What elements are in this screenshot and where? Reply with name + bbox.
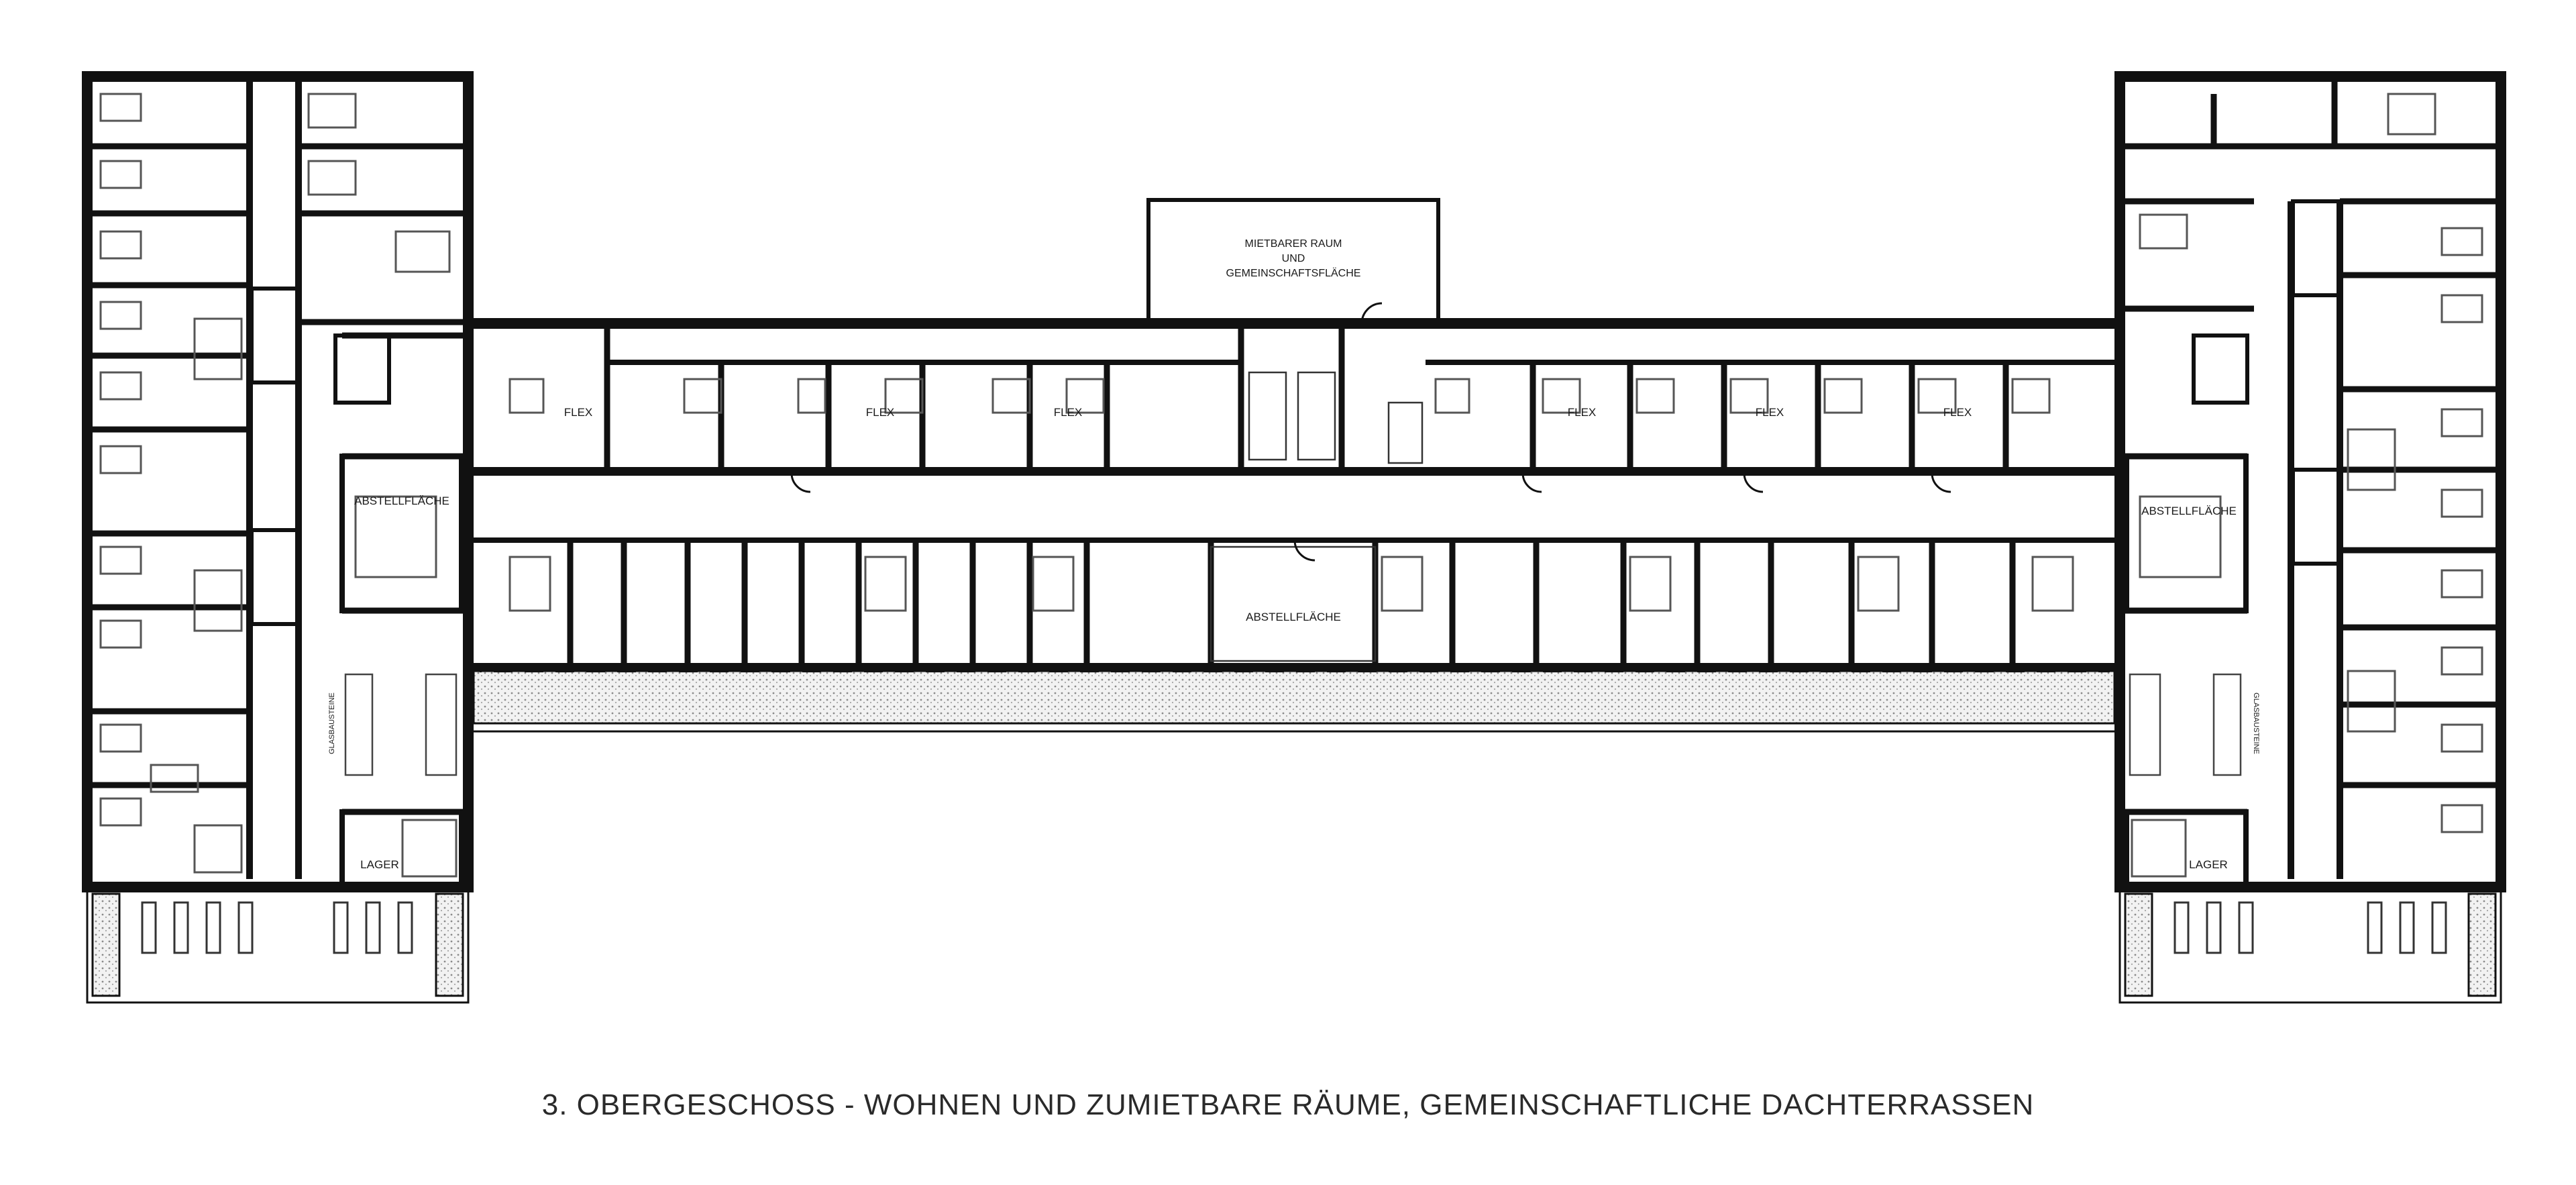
label-lager-left: LAGER: [360, 858, 399, 871]
label-flex-3: FLEX: [1054, 406, 1083, 419]
central-bar: [463, 198, 2125, 733]
label-mietbar-3: GEMEINSCHAFTSFLÄCHE: [1226, 267, 1361, 279]
left-wing: [82, 71, 474, 1004]
label-flex-5: FLEX: [1756, 406, 1784, 419]
plan-caption: 3. OBERGESCHOSS - WOHNEN UND ZUMIETBARE …: [541, 1088, 2035, 1121]
label-lager-right: LAGER: [2189, 858, 2228, 871]
label-glasbau-left: GLASBAUSTEINE: [328, 692, 336, 754]
label-flex-6: FLEX: [1943, 406, 1972, 419]
label-abstell-center: ABSTELLFLÄCHE: [1246, 611, 1341, 623]
facade-windows: [94, 72, 2496, 672]
label-flex-2: FLEX: [866, 406, 895, 419]
label-flex-4: FLEX: [1568, 406, 1597, 419]
right-wing: [2114, 71, 2506, 1004]
label-flex-1: FLEX: [564, 406, 593, 419]
label-glasbau-right: GLASBAUSTEINE: [2252, 692, 2260, 754]
label-abstell-right: ABSTELLFLÄCHE: [2141, 505, 2237, 517]
label-mietbar-2: UND: [1282, 253, 1305, 264]
label-mietbar-1: MIETBARER RAUM: [1245, 238, 1342, 250]
label-abstell-left: ABSTELLFLÄCHE: [354, 495, 449, 507]
